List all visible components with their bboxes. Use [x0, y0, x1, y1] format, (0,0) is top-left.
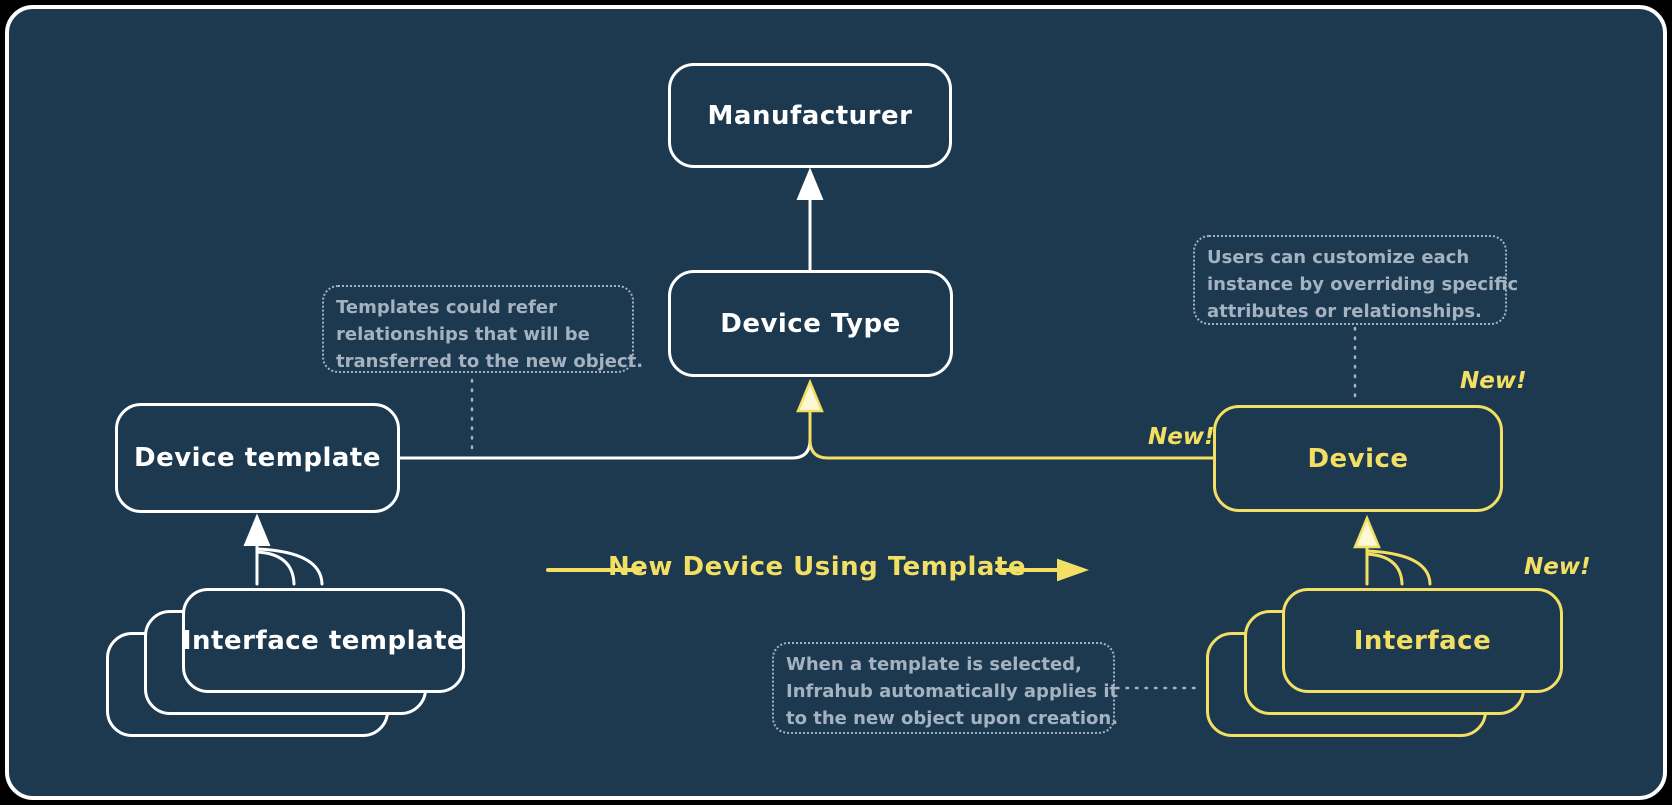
node-device-type: Device Type	[668, 270, 953, 377]
node-interface-template: Interface template	[182, 588, 465, 693]
node-device-template: Device template	[115, 403, 400, 513]
new-badge-interface: New!	[1524, 554, 1591, 580]
note-templates: Templates could refer relationships that…	[322, 285, 644, 373]
note-apply: When a template is selected, Infrahub au…	[772, 642, 1119, 734]
note-templates-line2: relationships that will be	[336, 324, 590, 345]
node-device-label: Device	[1307, 443, 1409, 474]
flow-arrow-label: New Device Using Template	[608, 552, 1026, 582]
note-templates-line1: Templates could refer	[336, 297, 558, 318]
node-interface: Interface	[1282, 588, 1563, 693]
note-customize: Users can customize each instance by ove…	[1193, 235, 1519, 325]
node-device-template-label: Device template	[134, 443, 381, 473]
note-customize-line1: Users can customize each	[1207, 247, 1470, 268]
new-badge-device: New!	[1460, 368, 1527, 394]
node-device: Device	[1213, 405, 1503, 512]
node-manufacturer-label: Manufacturer	[707, 100, 913, 131]
node-manufacturer: Manufacturer	[668, 63, 952, 168]
note-apply-line3: to the new object upon creation.	[786, 708, 1119, 729]
note-customize-line2: instance by overriding specific	[1207, 274, 1519, 295]
node-interface-label: Interface	[1353, 625, 1492, 656]
note-apply-line2: Infrahub automatically applies it	[786, 681, 1119, 702]
node-device-type-label: Device Type	[720, 308, 901, 339]
new-badge-device-line: New!	[1148, 424, 1215, 450]
note-customize-line3: attributes or relationships.	[1207, 301, 1482, 322]
node-interface-template-label: Interface template	[181, 625, 466, 656]
note-templates-line3: transferred to the new object.	[336, 351, 644, 372]
note-apply-line1: When a template is selected,	[786, 654, 1082, 675]
